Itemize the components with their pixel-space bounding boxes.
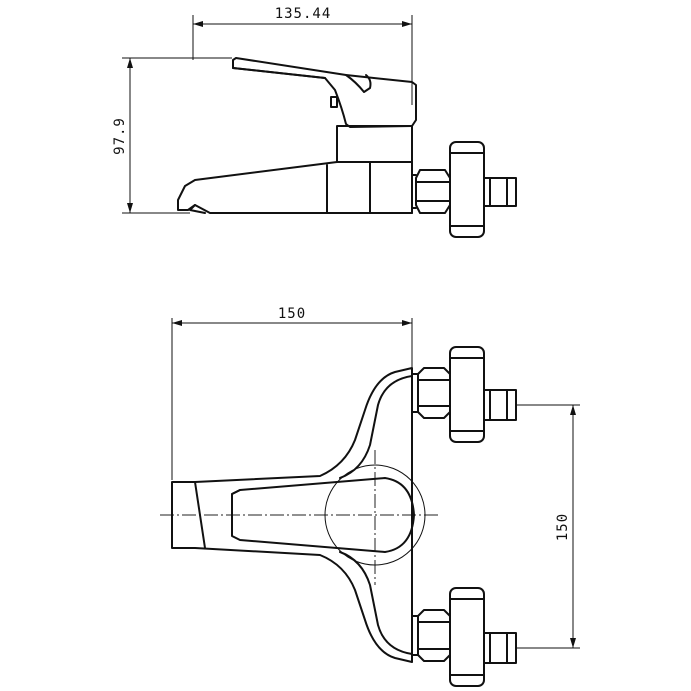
front-width-label: 150 [278, 306, 306, 322]
side-width-dimension: 135.44 [192, 6, 413, 105]
side-height-dimension: 97.9 [112, 57, 232, 214]
lever-handle-side [232, 57, 417, 128]
side-height-label: 97.9 [112, 117, 128, 155]
front-spacing-dimension: 150 [516, 404, 580, 649]
front-width-dimension: 150 [171, 306, 413, 480]
side-width-label: 135.44 [275, 6, 332, 22]
lower-inlet-assembly [411, 587, 517, 687]
flange-side [449, 141, 485, 238]
lever-handle-front [231, 477, 415, 553]
front-view: 150 150 [160, 306, 580, 687]
body-front [171, 367, 426, 663]
side-view: 135.44 97.9 [112, 6, 517, 238]
front-spacing-label: 150 [555, 513, 571, 541]
inlet-connector-side [483, 177, 517, 207]
body-side [177, 125, 413, 214]
hex-nut-side [411, 169, 451, 214]
upper-inlet-assembly [411, 346, 517, 443]
